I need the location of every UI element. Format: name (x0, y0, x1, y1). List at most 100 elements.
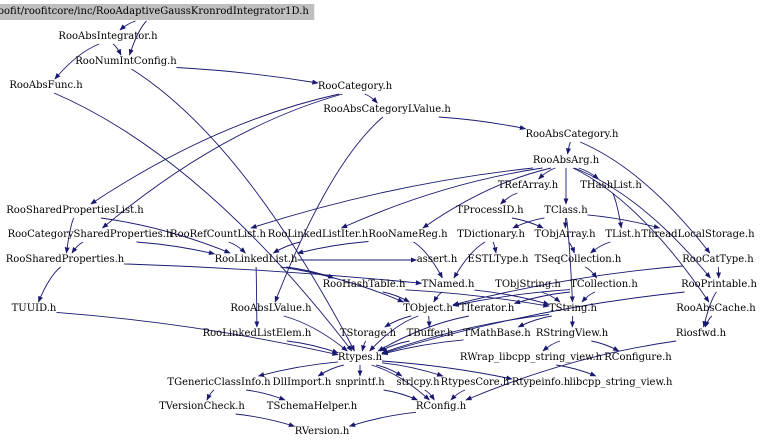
graph-node[interactable]: RWrap_libcpp_string_view.h (459, 352, 603, 363)
graph-node[interactable]: RVersion.h (294, 426, 350, 437)
dependency-edge (371, 364, 430, 401)
dependency-edge (379, 340, 410, 352)
dependency-edge (492, 241, 498, 254)
graph-node[interactable]: RooLinkedList.h (214, 254, 298, 265)
dependency-edge (405, 289, 550, 308)
graph-node[interactable]: libcpp_string_view.h (569, 377, 673, 388)
graph-node[interactable]: RooNumIntConfig.h (75, 56, 177, 67)
dependency-edge (54, 43, 100, 80)
dependency-edge (587, 214, 661, 229)
dependency-edge (382, 291, 410, 303)
graph-node[interactable]: RooAbsIntegrator.h (58, 31, 158, 42)
dependency-edge (123, 263, 423, 286)
graph-node[interactable]: RooCategory.h (317, 81, 393, 92)
dependency-edge (102, 93, 343, 229)
dependency-edge (257, 361, 339, 377)
graph-node[interactable]: TUUID.h (11, 303, 57, 314)
dependency-edge (381, 314, 550, 354)
graph-node[interactable]: RooHashTable.h (322, 279, 406, 290)
graph-node[interactable]: TString.h (549, 303, 597, 314)
graph-node[interactable]: RooCategorySharedProperties.h (7, 229, 173, 240)
graph-node[interactable]: RooAbsLValue.h (230, 303, 312, 314)
graph-node[interactable]: snprintf.h (335, 377, 385, 388)
graph-node[interactable]: assert.h (416, 254, 458, 265)
graph-node[interactable]: Rtypes.h (337, 352, 383, 363)
dependency-edge (206, 389, 215, 401)
graph-node[interactable]: RtypesCore.h (440, 377, 510, 388)
dependency-edge (250, 167, 534, 229)
dependency-edge (568, 241, 575, 254)
dependency-edge (704, 315, 713, 328)
graph-node[interactable]: TVersionCheck.h (159, 401, 245, 412)
graph-node[interactable]: RooAbsArg.h (532, 155, 600, 166)
graph-node[interactable]: RooAbsFunc.h (9, 80, 83, 91)
graph-node[interactable]: TSeqCollection.h (534, 254, 622, 265)
graph-node[interactable]: TRefArray.h (497, 180, 559, 191)
graph-node[interactable]: TObjArray.h (534, 229, 596, 240)
graph-node[interactable]: RooPrintable.h (681, 279, 757, 290)
graph-node[interactable]: TStorage.h (339, 328, 397, 339)
graph-node[interactable]: TMathBase.h (463, 328, 531, 339)
graph-node[interactable]: DllImport.h (272, 377, 332, 388)
graph-node[interactable]: RooSharedPropertiesList.h (6, 205, 144, 216)
graph-node[interactable]: RooAbsCategory.h (525, 129, 619, 140)
graph-node[interactable]: RooRefCountList.h (170, 229, 266, 240)
graph-node[interactable]: RooLinkedListIter.h (267, 229, 369, 240)
graph-node[interactable]: TList.h (605, 229, 641, 240)
dependency-edge (438, 116, 527, 131)
graph-node[interactable]: Riosfwd.h (675, 328, 727, 339)
dependency-edge (317, 364, 344, 377)
dependency-edge (296, 241, 369, 255)
root-node[interactable]: roofit/roofitcore/inc/RooAdaptiveGaussKr… (0, 4, 314, 20)
graph-node[interactable]: TCollection.h (570, 279, 638, 290)
dependency-edge (566, 217, 575, 303)
dependency-edge (702, 291, 717, 328)
graph-node[interactable]: TBuffer.h (406, 328, 454, 339)
graph-node[interactable]: RStringView.h (535, 328, 609, 339)
graph-node[interactable]: RooSharedProperties.h (5, 254, 125, 265)
graph-node[interactable]: TObject.h (403, 303, 453, 314)
graph-node[interactable]: RConfigure.h (604, 352, 672, 363)
graph-node[interactable]: TIterator.h (459, 303, 515, 314)
graph-node[interactable]: TGenericClassInfo.h (167, 377, 271, 388)
dependency-edge (340, 167, 543, 229)
dependency-edge (369, 315, 419, 352)
dependency-edge (465, 340, 677, 401)
dependency-edge (512, 217, 545, 229)
graph-node[interactable]: TSchemaHelper.h (266, 401, 358, 412)
graph-node[interactable]: TNamed.h (421, 279, 475, 290)
graph-node[interactable]: ESTLType.h (467, 254, 529, 265)
dependency-edge (176, 67, 319, 85)
graph-node[interactable]: RooNameReg.h (368, 229, 448, 240)
dependency-edge (572, 167, 710, 303)
dependency-edge (424, 389, 435, 401)
dependency-edge (53, 92, 353, 352)
graph-node[interactable]: TObjString.h (495, 279, 561, 290)
graph-node[interactable]: RConfig.h (415, 401, 467, 412)
dependency-edge (254, 266, 260, 328)
dependency-edge (591, 340, 620, 352)
graph-node[interactable]: THashList.h (580, 180, 642, 191)
graph-node[interactable]: RooCatType.h (682, 254, 754, 265)
graph-node[interactable]: ThreadLocalStorage.h (641, 229, 755, 240)
dependency-edge (540, 291, 561, 303)
dependency-edge (283, 315, 348, 352)
graph-node[interactable]: RooAbsCategoryLValue.h (323, 104, 451, 115)
graph-node[interactable]: TDictionary.h (457, 229, 525, 240)
graph-node[interactable]: Rtypeinfo.h (511, 377, 571, 388)
dependency-edge (383, 389, 418, 401)
dependency-edge (128, 20, 147, 56)
graph-node[interactable]: strlcpy.h (396, 377, 440, 388)
dependency-edge (565, 141, 571, 155)
dependency-edge (612, 192, 623, 229)
graph-node[interactable]: TClass.h (544, 205, 588, 216)
graph-node[interactable]: RooAbsCache.h (676, 303, 756, 314)
dependency-edge (286, 340, 339, 354)
dependency-edge (361, 340, 367, 352)
dependency-edge (246, 389, 286, 401)
dependency-edge (453, 241, 486, 279)
graph-node[interactable]: TProcessID.h (456, 205, 524, 216)
graph-node[interactable]: RooLinkedListElem.h (202, 328, 312, 339)
dependency-edge (235, 413, 296, 428)
